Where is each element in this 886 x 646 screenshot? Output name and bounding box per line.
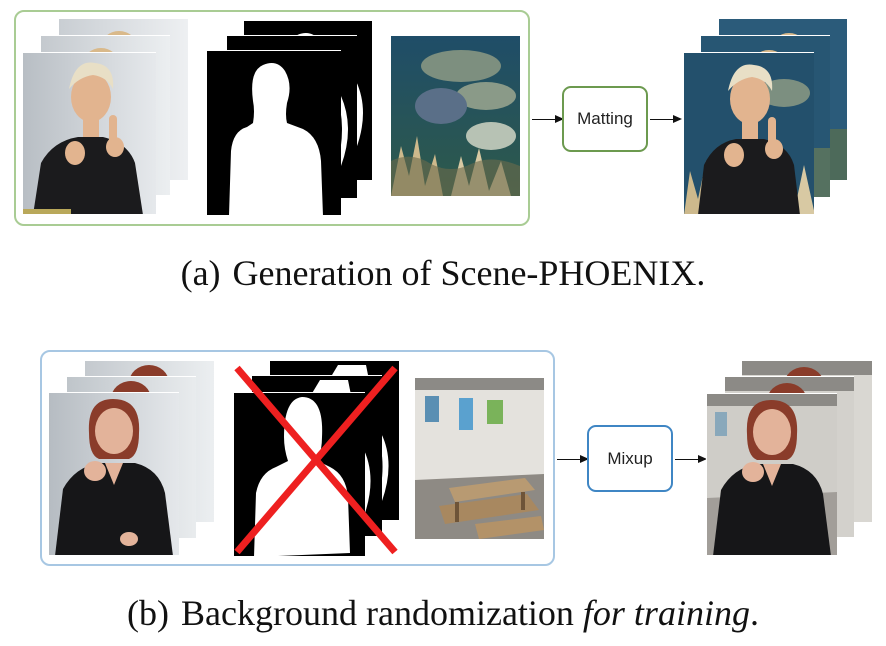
caption-b-text-italic: for training bbox=[582, 593, 750, 633]
caption-b-text: Background randomization bbox=[181, 593, 583, 633]
matting-operator-box: Matting bbox=[562, 86, 648, 152]
coral-reef-background-image bbox=[391, 36, 520, 196]
mixup-label: Mixup bbox=[607, 448, 653, 468]
caption-b-label: (b) bbox=[127, 593, 170, 633]
caption-b-text-end: . bbox=[749, 593, 759, 633]
input-group-box-a bbox=[14, 10, 530, 226]
input-group-box-b bbox=[40, 350, 555, 566]
arrow-from-mixup bbox=[675, 454, 707, 463]
output-frame-front bbox=[683, 52, 814, 214]
signer-frame-front bbox=[48, 392, 179, 555]
arrow-from-matting bbox=[650, 114, 682, 123]
signer-frame-front bbox=[22, 52, 156, 214]
output-frame-front bbox=[706, 393, 837, 555]
caption-a-label: (a) bbox=[180, 253, 221, 293]
matting-label: Matting bbox=[577, 109, 633, 128]
arrow-to-mixup bbox=[557, 454, 589, 463]
red-cross-icon bbox=[234, 365, 398, 555]
caption-a: (a) Generation of Scene-PHOENIX. bbox=[0, 252, 886, 294]
mask-frame-front bbox=[206, 50, 341, 215]
classroom-background-image bbox=[415, 378, 544, 539]
caption-b: (b) Background randomization for training… bbox=[0, 592, 886, 634]
mixup-operator-box: Mixup bbox=[587, 425, 673, 492]
arrow-to-matting bbox=[532, 114, 564, 123]
caption-a-text: Generation of Scene-PHOENIX. bbox=[232, 253, 706, 293]
